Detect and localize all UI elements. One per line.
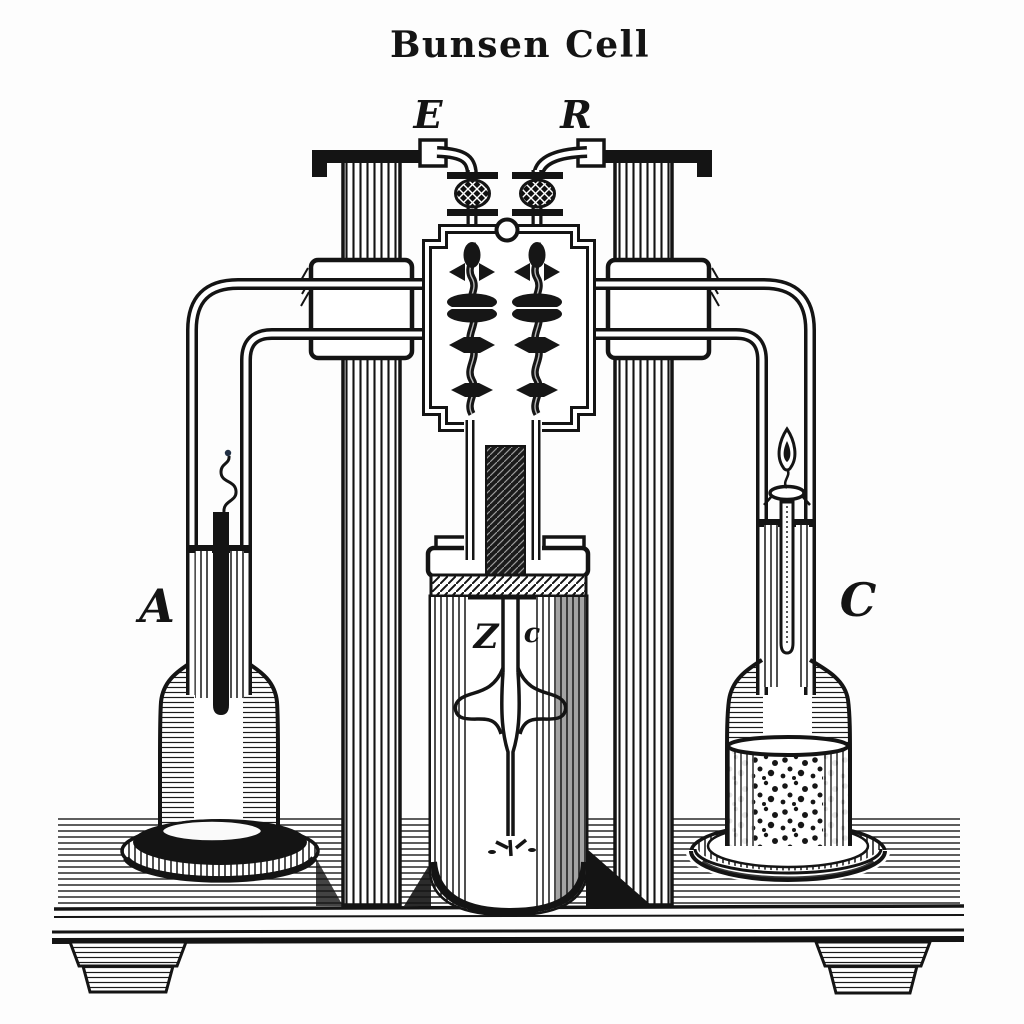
- figure-title: Bunsen Cell: [390, 24, 650, 66]
- electrode-rod-c: [763, 426, 811, 655]
- cell-shading: [431, 597, 586, 914]
- dish-a: [120, 819, 320, 883]
- table-foot-right: [813, 940, 933, 995]
- right-tube-clamp: [605, 257, 712, 361]
- label-vessel-c: C: [840, 573, 877, 627]
- left-tube-clamp: [308, 257, 415, 361]
- box-frame-outer: [422, 224, 596, 432]
- wire-curl-a: [219, 455, 238, 513]
- flask-a-shading: [160, 662, 278, 843]
- tube-c-to-cell: [585, 278, 816, 695]
- connector-box: [422, 217, 596, 432]
- label-terminal-left: E: [413, 92, 444, 137]
- dish-c-front: [685, 848, 891, 884]
- box-top-bead: [494, 217, 520, 243]
- right-column-cap: [579, 150, 712, 163]
- granule-surface: [726, 735, 850, 757]
- cell-collar: [429, 573, 588, 599]
- tube-a-to-cell: [186, 278, 433, 695]
- label-vessel-a: A: [135, 579, 175, 633]
- left-column-cap: [312, 150, 445, 163]
- right-support-column: [576, 138, 721, 907]
- base-shadows: [316, 848, 652, 906]
- cell-stem: [464, 418, 542, 585]
- porous-pot-ornament: [453, 599, 568, 857]
- clamp-screw-right: [512, 242, 562, 416]
- label-electrode-z: Z: [472, 617, 500, 657]
- vessel-c: C: [585, 278, 891, 884]
- carbon-electrode: [485, 445, 526, 585]
- table-foot-left: [67, 940, 189, 994]
- central-cell: Z c: [425, 418, 591, 917]
- binding-knob-left: [454, 178, 491, 209]
- binding-knob-right: [519, 178, 556, 209]
- label-electrode-c: c: [524, 618, 540, 649]
- electrode-rod-a: [213, 512, 229, 715]
- vessel-a: A: [120, 278, 433, 883]
- clamp-screw-left: [447, 242, 497, 416]
- label-terminal-right: R: [559, 92, 592, 137]
- granules-c: [727, 750, 850, 846]
